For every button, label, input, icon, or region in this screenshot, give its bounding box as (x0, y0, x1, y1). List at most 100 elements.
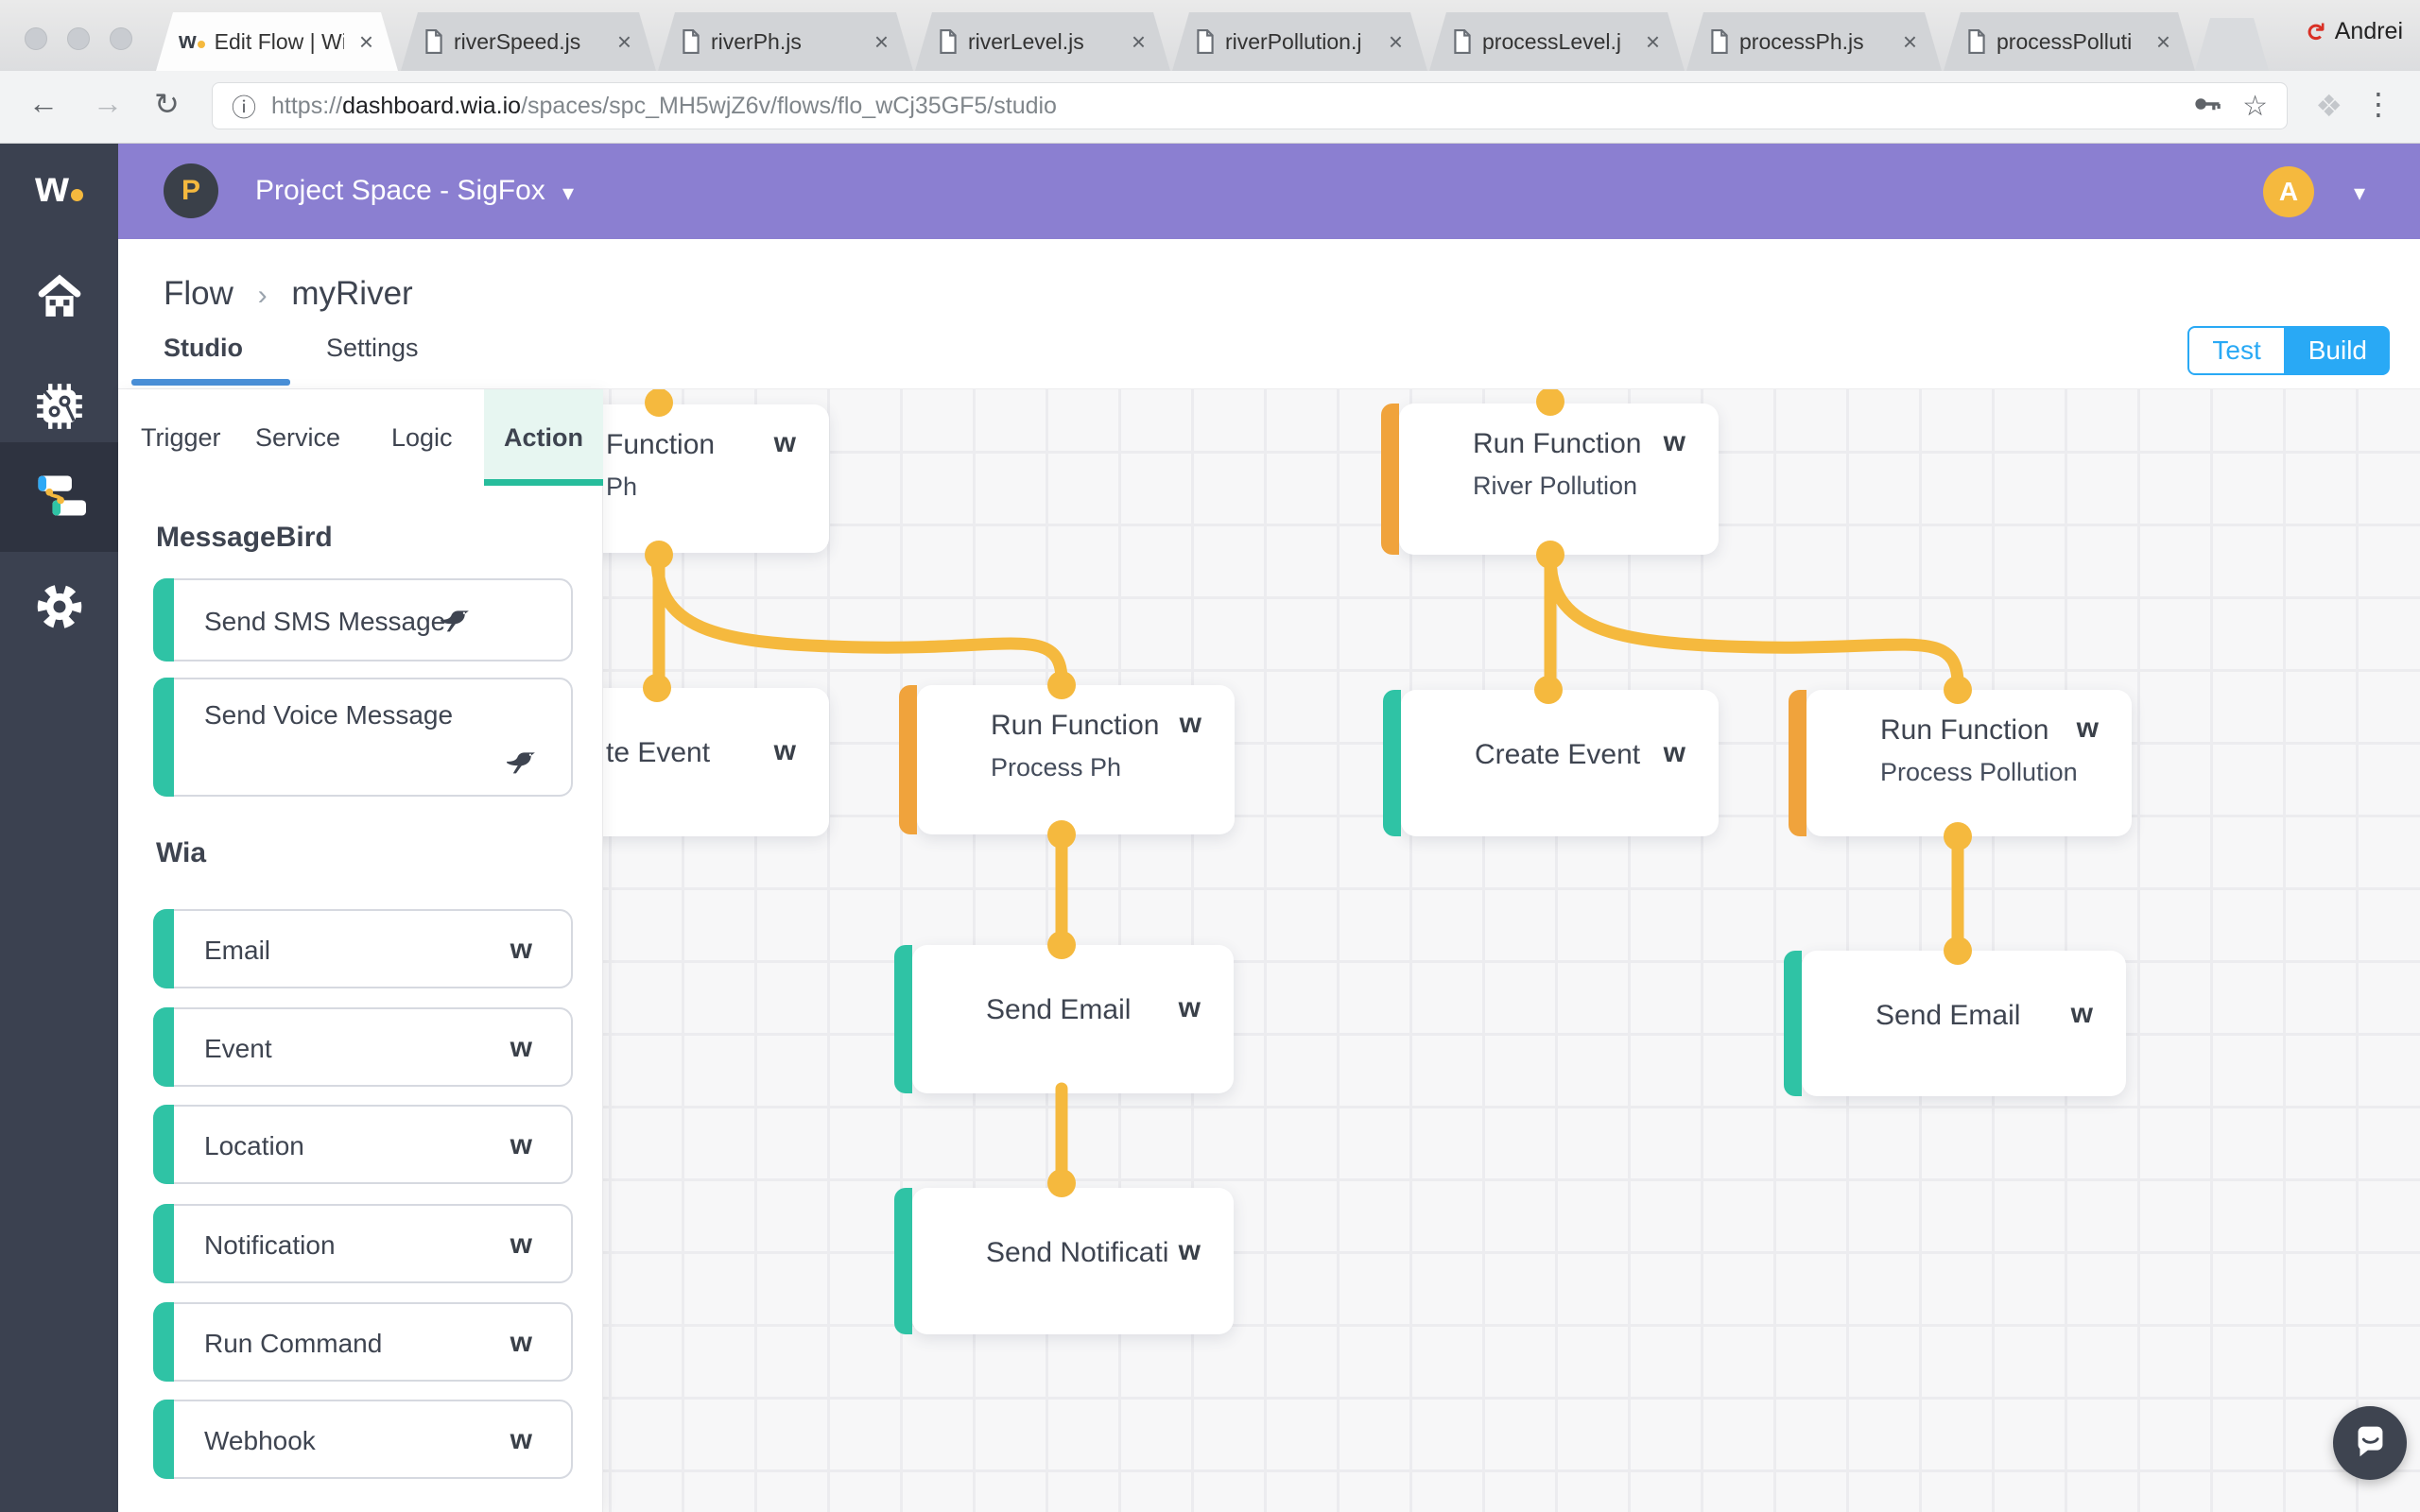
overflow-menu-icon[interactable]: ⋮ (2363, 87, 2395, 121)
test-button[interactable]: Test (2187, 326, 2286, 375)
chat-bubble-icon (2348, 1419, 2392, 1468)
palette-tab-service[interactable]: Service (255, 422, 341, 452)
page-info-icon[interactable]: ⓘ (232, 93, 257, 122)
browser-tab-processlevel[interactable]: processLevel.j × (1429, 12, 1685, 71)
node-title: Send Notificati (986, 1237, 1169, 1268)
node-send-email-middle[interactable]: Send Email w (894, 945, 1234, 1093)
tab-close-icon[interactable]: × (1388, 26, 1403, 56)
forward-icon[interactable]: → (93, 86, 123, 120)
tab-close-icon[interactable]: × (1645, 26, 1660, 56)
sidebar-item-home[interactable] (0, 253, 118, 344)
palette-item-send-voice-message[interactable]: Send Voice Message (153, 678, 573, 797)
sidebar-item-settings[interactable] (0, 563, 118, 654)
node-run-function-process-pollution[interactable]: Run Function Process Pollution w (1789, 690, 2132, 836)
sidebar-item-devices[interactable] (0, 363, 118, 454)
browser-tab-processpollution[interactable]: processPolluti × (1944, 12, 2195, 71)
tab-close-icon[interactable]: × (2155, 26, 2170, 56)
item-label: Send Voice Message (204, 700, 454, 730)
browser-tab-riverpollution[interactable]: riverPollution.j × (1172, 12, 1427, 71)
bookmark-star-icon[interactable]: ☆ (2242, 90, 2268, 122)
wia-node-logo-icon: w (1178, 1235, 1201, 1266)
palette-item-email[interactable]: Email w (153, 909, 573, 988)
palette-item-run-command[interactable]: Run Command w (153, 1302, 573, 1382)
item-accent-bar (153, 678, 174, 797)
messagebird-icon (505, 747, 537, 783)
wia-item-logo-icon: w (510, 1032, 532, 1063)
browser-tab-riverlevel[interactable]: riverLevel.js × (915, 12, 1170, 71)
section-title-wia: Wia (156, 837, 207, 868)
node-palette: Trigger Service Logic Action MessageBird… (118, 389, 603, 1512)
palette-item-notification[interactable]: Notification w (153, 1204, 573, 1283)
chrome-profile[interactable]: ↻ Andrei (2301, 17, 2403, 46)
url-scheme: https:// (271, 92, 343, 119)
palette-item-location[interactable]: Location w (153, 1105, 573, 1184)
palette-item-event[interactable]: Event w (153, 1007, 573, 1087)
dropbox-extension-icon[interactable]: ❖ (2315, 89, 2342, 123)
window-close-button[interactable] (25, 27, 47, 50)
tab-close-icon[interactable]: × (616, 26, 631, 56)
user-avatar[interactable]: A (2263, 166, 2314, 217)
palette-tab-action-active[interactable]: Action (484, 389, 603, 486)
item-accent-bar (153, 1105, 174, 1184)
browser-tab-processph[interactable]: processPh.js × (1686, 12, 1942, 71)
palette-item-send-sms-message[interactable]: Send SMS Message (153, 578, 573, 662)
wia-node-logo-icon: w (2070, 998, 2093, 1029)
palette-tab-trigger[interactable]: Trigger (141, 422, 221, 452)
item-accent-bar (153, 1400, 174, 1479)
connector-lines (650, 389, 1964, 1186)
node-run-function-process-ph[interactable]: Run Function Process Ph w (899, 685, 1235, 834)
wia-node-logo-icon: w (1179, 708, 1201, 739)
node-send-email-right[interactable]: Send Email w (1784, 951, 2126, 1096)
tab-close-icon[interactable]: × (1131, 26, 1146, 56)
profile-name: Andrei (2334, 18, 2403, 44)
wia-logo-dot (70, 189, 83, 201)
palette-tab-logic[interactable]: Logic (391, 422, 453, 452)
breadcrumb-flow[interactable]: Flow (164, 275, 233, 312)
new-tab-button[interactable] (2195, 18, 2269, 71)
tab-close-icon[interactable]: × (1902, 26, 1917, 56)
user-caret-down-icon[interactable]: ▾ (2353, 180, 2365, 206)
tab-close-icon[interactable]: × (873, 26, 889, 56)
node-title: Run Function (1473, 428, 1642, 459)
item-label: Event (204, 1034, 272, 1063)
url-input[interactable]: ⓘ https://dashboard.wia.io/spaces/spc_MH… (212, 82, 2288, 129)
flow-icon (33, 469, 86, 526)
node-create-event[interactable]: Create Event w (1383, 690, 1719, 836)
wia-item-logo-icon: w (510, 934, 532, 965)
wia-logo[interactable]: w (0, 161, 118, 212)
browser-tab-riverspeed[interactable]: riverSpeed.js × (401, 12, 656, 71)
browser-tab-edit-flow[interactable]: w Edit Flow | Wia × (156, 12, 398, 71)
window-minimize-button[interactable] (67, 27, 90, 50)
tab-close-icon[interactable]: × (358, 26, 373, 56)
item-label: Location (204, 1131, 304, 1160)
node-accent-bar (1784, 951, 1802, 1096)
space-title[interactable]: Project Space - SigFox (255, 175, 545, 206)
file-icon (681, 29, 701, 54)
tab-title: processPolluti (1996, 28, 2133, 54)
sidebar-item-flows-active[interactable] (0, 442, 118, 552)
breadcrumb-separator: › (257, 280, 268, 311)
space-caret-down-icon[interactable]: ▾ (562, 180, 575, 206)
tab-settings[interactable]: Settings (326, 334, 419, 362)
node-send-notification[interactable]: Send Notificati w (894, 1188, 1234, 1334)
support-chat-button[interactable] (2333, 1406, 2407, 1480)
palette-item-webhook[interactable]: Webhook w (153, 1400, 573, 1479)
build-button[interactable]: Build (2285, 326, 2390, 375)
password-key-icon[interactable] (2193, 92, 2221, 121)
breadcrumb: Flow › myRiver (164, 275, 413, 313)
back-icon[interactable]: ← (28, 86, 59, 120)
node-accent-bar (1383, 690, 1401, 836)
tab-studio[interactable]: Studio (164, 334, 243, 362)
item-accent-bar (153, 578, 174, 662)
browser-tab-riverph[interactable]: riverPh.js × (658, 12, 913, 71)
connector-ports[interactable] (643, 389, 1972, 1197)
node-subtitle: Process Pollution (1880, 758, 2078, 786)
node-run-function-river-pollution[interactable]: Run Function River Pollution w (1381, 404, 1719, 555)
section-title-messagebird: MessageBird (156, 522, 333, 553)
browser-tab-bar: w Edit Flow | Wia × riverSpeed.js × rive… (0, 0, 2420, 71)
window-zoom-button[interactable] (110, 27, 132, 50)
wia-node-logo-icon: w (1663, 737, 1685, 768)
reload-icon[interactable]: ↻ (154, 87, 180, 121)
project-avatar[interactable]: P (164, 163, 218, 218)
app-sidebar: w (0, 144, 118, 1512)
